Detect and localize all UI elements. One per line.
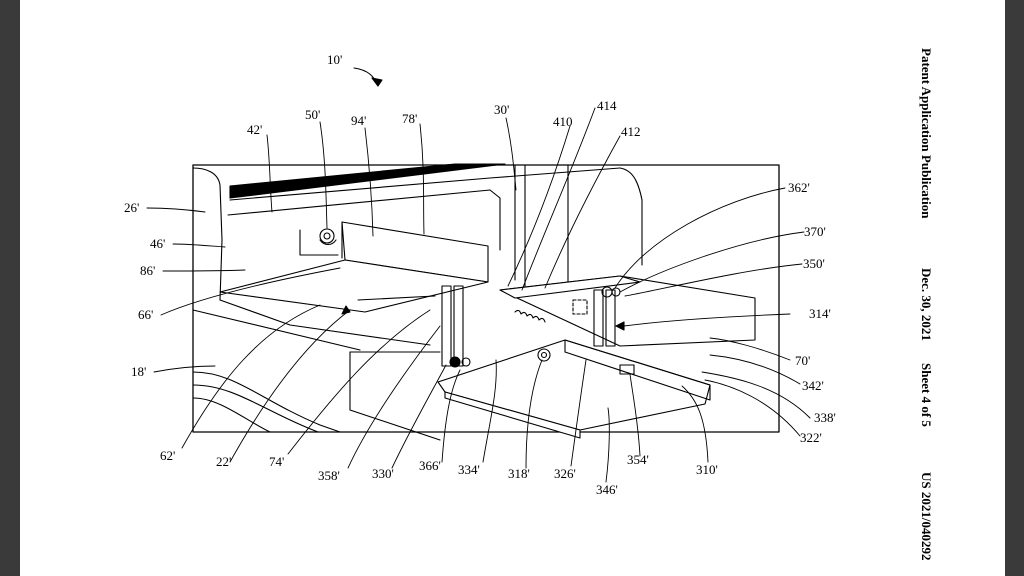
roof-strip: [229, 163, 506, 199]
right-shelf: [499, 275, 756, 347]
ref-label: 334': [458, 462, 480, 477]
arrow-10-head: [371, 77, 383, 87]
patent-figure-drawing: 10' 42' 50' 94' 78' 30' 410 414 412 26' …: [124, 52, 836, 497]
ref-label: 94': [351, 113, 366, 128]
patent-header: Patent Application Publication Dec. 30, …: [918, 40, 938, 570]
platform-tray: [219, 221, 489, 313]
ref-label: 410: [553, 114, 573, 129]
ref-label: 86': [140, 263, 155, 278]
bracket-hook: [319, 228, 337, 246]
ref-label: 314': [809, 306, 831, 321]
ref-label: 322': [800, 430, 822, 445]
ref-label: 346': [596, 482, 618, 497]
ref-label: 414: [597, 98, 617, 113]
publication-date: Dec. 30, 2021: [919, 268, 934, 341]
ref-label: 74': [269, 454, 284, 469]
left-hinge-arms: [441, 285, 471, 368]
patent-number: US 2021/040292: [919, 472, 934, 561]
ref-label: 30': [494, 102, 509, 117]
arrow-10: [353, 67, 379, 87]
ref-label: 350': [803, 256, 825, 271]
ref-label: 318': [508, 466, 530, 481]
ref-label: 78': [402, 111, 417, 126]
ref-label: 370': [804, 224, 826, 239]
leader-lines: [146, 107, 811, 483]
right-hinge-arms: [593, 286, 621, 347]
ref-label: 26': [124, 200, 139, 215]
ref-label: 62': [160, 448, 175, 463]
ref-label: 362': [788, 180, 810, 195]
publication-title: Patent Application Publication: [919, 48, 934, 219]
ref-label: 50': [305, 107, 320, 122]
ref-label: 338': [814, 410, 836, 425]
ref-label: 366': [419, 458, 441, 473]
terrain-curves: [192, 371, 341, 433]
ref-label: 70': [795, 353, 810, 368]
ref-label: 10': [327, 52, 342, 67]
ref-label: 342': [802, 378, 824, 393]
drawer-hook: [537, 348, 551, 362]
spring-coil: [514, 309, 546, 323]
ref-label: 310': [696, 462, 718, 477]
ref-label: 46': [150, 236, 165, 251]
patent-sheet: 10' 42' 50' 94' 78' 30' 410 414 412 26' …: [20, 0, 1005, 576]
ref-label: 412: [621, 124, 641, 139]
ref-label: 22': [216, 454, 231, 469]
ref-label: 42': [247, 122, 262, 137]
sheet-number: Sheet 4 of 5: [919, 363, 934, 427]
ref-label: 330': [372, 466, 394, 481]
ref-label: 326': [554, 466, 576, 481]
ref-label: 358': [318, 468, 340, 483]
lower-drawer: [349, 339, 711, 441]
ref-label: 18': [131, 364, 146, 379]
reference-labels: 10' 42' 50' 94' 78' 30' 410 414 412 26' …: [124, 52, 836, 497]
ref-label: 66': [138, 307, 153, 322]
ref-label: 354': [627, 452, 649, 467]
